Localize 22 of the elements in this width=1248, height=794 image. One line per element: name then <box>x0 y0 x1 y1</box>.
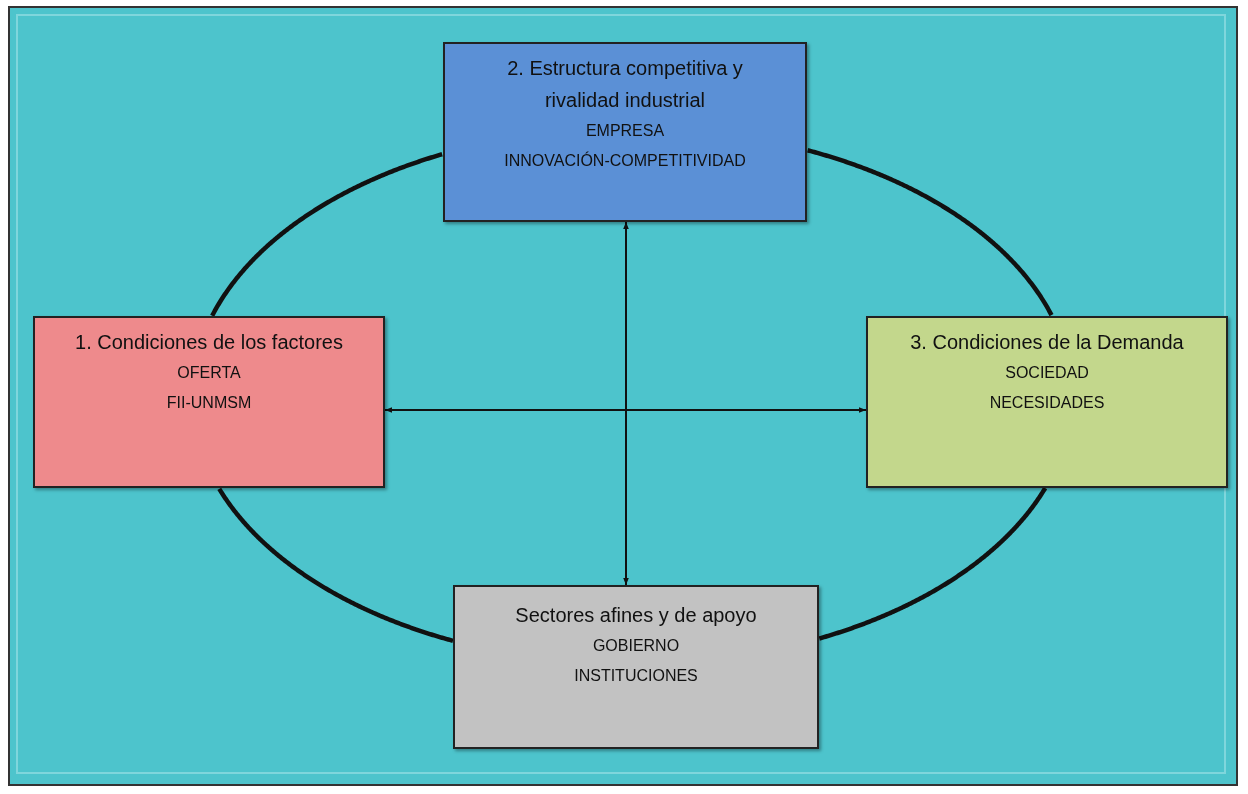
box-keyword: OFERTA <box>177 363 241 383</box>
box-keyword: NECESIDADES <box>989 393 1105 413</box>
box-keyword: INNOVACIÓN-COMPETITIVIDAD <box>504 150 746 171</box>
box-title: 3. Condiciones de la Demanda <box>909 330 1185 355</box>
box-title: 2. Estructura competitiva y rivalidad industrial <box>506 56 744 113</box>
box-title: 1. Condiciones de los factores <box>74 330 344 355</box>
box-keyword: EMPRESA <box>585 121 665 141</box>
double-arrow <box>384 407 867 413</box>
ellipse-arc <box>807 148 1054 317</box>
ellipse-arc <box>818 486 1048 641</box>
factor-box <box>33 316 385 488</box>
factor-box <box>453 585 819 749</box>
box-keyword: SOCIEDAD <box>1005 363 1089 383</box>
factor-box <box>443 42 807 222</box>
box-keyword: GOBIERNO <box>592 636 680 656</box>
double-arrow <box>623 221 629 586</box>
box-keyword: INSTITUCIONES <box>574 666 698 686</box>
ellipse-arc <box>217 487 454 643</box>
factor-box <box>866 316 1228 488</box>
ellipse-arc <box>210 152 443 317</box>
box-keyword: FII-UNMSM <box>166 393 252 413</box>
box-title: Sectores afines y de apoyo <box>514 603 758 628</box>
